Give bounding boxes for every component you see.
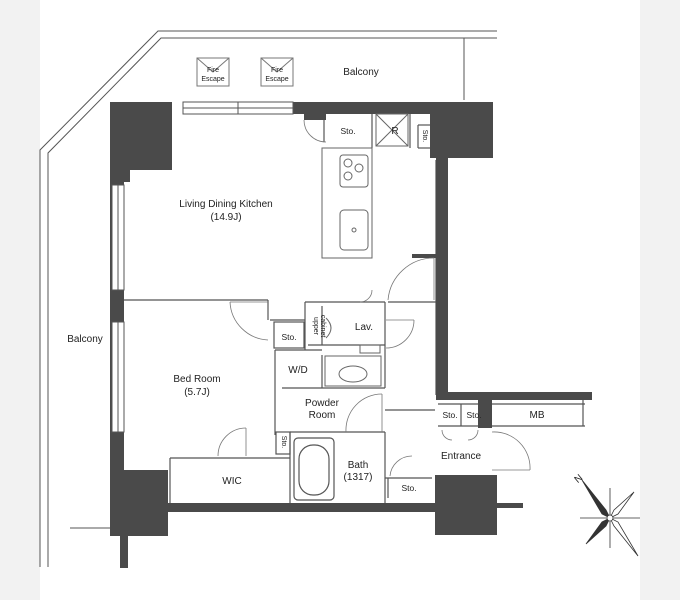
refrigerator-label: R [391,126,398,137]
lavatory-sink [324,317,382,387]
wic-label: WIC [222,476,241,487]
upper-cabinet-line-1: upper [312,317,319,336]
storage-label-bedroom: Sto. [281,332,296,342]
storage-label-top-right: Sto. [421,130,428,143]
room-labels: Balcony Balcony Fire Escape Fire Escape … [67,67,585,493]
bath-name-label: Bath [348,460,369,471]
wd-label: W/D [288,365,307,376]
balcony-top-label: Balcony [343,67,379,78]
kitchen-counter [321,147,373,259]
bedroom-name-label: Bed Room [173,374,220,385]
balcony-outline [39,30,497,567]
fire-escape-2-line-2: Escape [265,76,288,83]
bathtub [293,437,335,501]
refrigerator [375,113,409,147]
storage-label-mb-1: Sto. [442,410,457,420]
interior-partitions [124,112,585,503]
fire-escape-hatches [196,57,294,87]
living-size-label: (14.9J) [210,212,241,223]
entrance-label: Entrance [441,451,481,462]
windows [111,101,294,433]
powder-line-1: Powder [305,398,340,409]
storage-label-top: Sto. [340,126,355,136]
compass-rose [580,479,640,557]
bedroom-size-label: (5.7J) [184,387,210,398]
fire-escape-1-line-2: Escape [201,76,224,83]
door-swings [217,119,531,477]
bath-size-label: (1317) [344,472,373,483]
compass-needle-north [581,479,611,519]
powder-line-2: Room [309,410,336,421]
balcony-left-label: Balcony [67,334,103,345]
storage-label-entrance: Sto. [401,483,416,493]
mb-label: MB [530,410,545,421]
fire-escape-2-line-1: Fire [271,67,283,74]
fire-escape-1-line-1: Fire [207,67,219,74]
storage-label-mb-2: Sto. [466,410,481,420]
living-name-label: Living Dining Kitchen [179,199,272,210]
upper-cabinet-line-2: cabinet [319,315,326,338]
storage-label-bath-side: Sto. [280,436,287,449]
lav-label: Lav. [355,322,373,333]
